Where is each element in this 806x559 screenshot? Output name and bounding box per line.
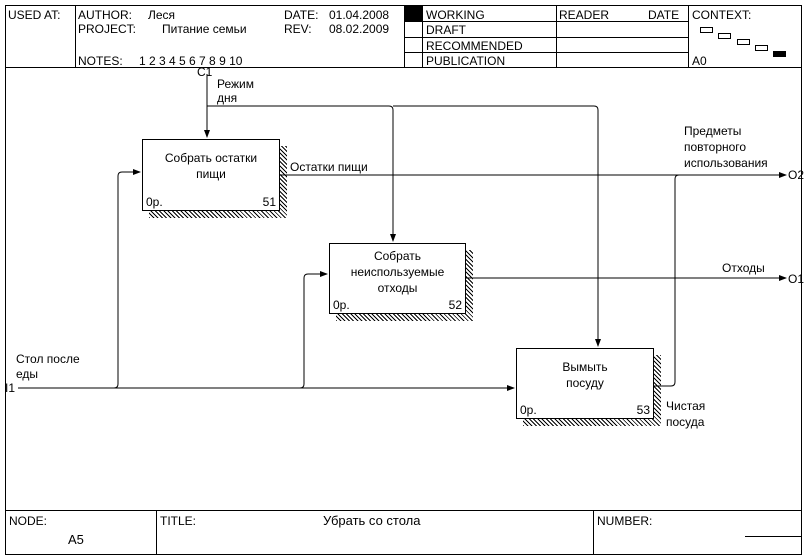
rev-label: REV: [284,22,312,36]
context-box [718,33,731,39]
control-branch-arrow[interactable] [393,105,601,347]
project-label: PROJECT: [78,22,137,36]
header-divider [404,5,405,67]
working-status-marker [405,6,422,21]
footer-divider [156,510,157,555]
notes-values: 1 2 3 4 5 6 7 8 9 10 [139,54,243,68]
activity-cost: 0р. [333,298,350,312]
activity-name: Собрать неиспользуемые отходы [350,249,445,295]
header-divider [688,5,689,67]
notes-label: NOTES: [78,54,123,68]
status-recommended: RECOMMENDED [426,39,523,53]
context-node: A0 [692,54,707,68]
footer-top-border [5,510,802,511]
author-value: Леся [148,8,176,22]
control-code: C1 [197,65,213,79]
context-label: CONTEXT: [692,8,752,22]
input-branch-arrow[interactable] [113,169,141,389]
control-label: Режим дня [217,77,254,105]
context-box-current [773,51,786,57]
activity-cost: 0р. [520,403,537,417]
header-divider [75,5,76,67]
number-label: NUMBER: [597,514,653,528]
activity-cost: 0р. [146,195,163,209]
clean-dishes-label: Чистая посуда [666,399,706,429]
header-divider [422,5,423,67]
activity-box-52[interactable]: Собрать неиспользуемые отходы 0р. 52 [329,243,466,314]
activity-box-53[interactable]: Вымыть посуду 0р. 53 [516,348,654,419]
status-working: WORKING [426,8,485,22]
diagram-title: Убрать со стола [323,513,421,528]
reader-label: READER [559,8,610,22]
activity-number: 52 [448,298,462,312]
output1-code: O1 [788,272,805,286]
input-branch-arrow[interactable] [299,271,328,389]
context-box [755,45,768,51]
activity-name: Собрать остатки пищи [164,151,258,181]
status-row-divider [404,21,688,22]
rev-value: 08.02.2009 [329,22,390,36]
used-at-label: USED AT: [8,8,61,22]
header-divider [556,5,557,67]
project-value: Питание семьи [162,22,247,36]
status-row-divider [404,37,688,38]
footer-divider [593,510,594,555]
activity-name: Вымыть посуду [562,360,608,390]
status-row-divider [404,52,688,53]
output2-code: O2 [788,168,805,182]
context-box [700,27,713,33]
footer-corner-line [745,536,802,537]
input-label: Стол после еды [16,352,80,381]
header-bottom-border [5,67,802,68]
date-label: DATE: [284,8,319,22]
activity-box-51[interactable]: Собрать остатки пищи 0р. 51 [142,139,280,211]
output1-label: Отходы [722,261,765,275]
date-value: 01.04.2008 [329,8,390,22]
control-branch-arrow[interactable] [207,105,396,242]
activity-number: 51 [262,195,276,209]
activity-number: 53 [636,403,650,417]
title-label: TITLE: [160,514,197,528]
output2-label: Предметы повторного использования [684,124,768,170]
status-publication: PUBLICATION [426,54,506,68]
node-label: NODE: [9,514,48,528]
leftovers-label: Остатки пищи [290,160,368,174]
node-value: A5 [68,532,84,547]
status-draft: DRAFT [426,23,466,37]
author-label: AUTHOR: [78,8,132,22]
reader-date-label: DATE [648,8,680,22]
clean-dishes-arrow[interactable] [654,174,680,387]
context-box [737,39,750,45]
input-code: I1 [5,381,16,395]
diagram-frame [5,5,802,555]
